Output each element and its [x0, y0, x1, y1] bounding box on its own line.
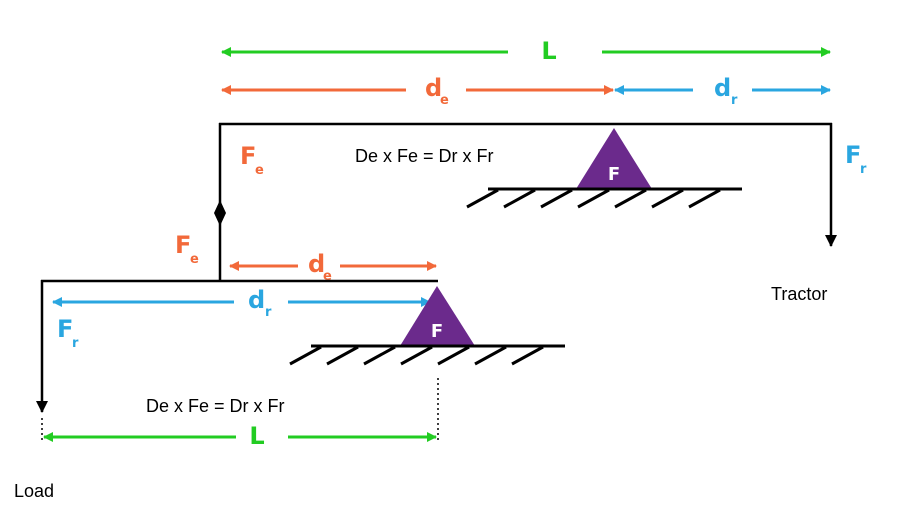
upper-L-label: L [541, 37, 556, 65]
upper-de-dimension: d e [221, 74, 614, 108]
upper-dr-subscript: r [731, 93, 738, 108]
lower-lever: d e F e d r F r F [14, 231, 565, 501]
load-label: Load [14, 481, 54, 501]
upper-ground [466, 187, 742, 209]
lower-L-label: L [249, 422, 264, 450]
lower-fe-label: F [175, 231, 191, 259]
lower-fr-subscript: r [72, 336, 79, 351]
lower-fulcrum [400, 286, 475, 346]
lower-de-subscript: e [323, 269, 332, 284]
lower-fe-subscript: e [190, 252, 199, 267]
upper-L-dimension: L [221, 37, 831, 65]
upper-de-subscript: e [440, 93, 449, 108]
upper-fulcrum [576, 128, 652, 189]
lower-fr-label: F [57, 315, 73, 343]
lower-fulcrum-label: F [431, 321, 443, 342]
lower-de-label: d [308, 250, 325, 278]
upper-lever: L d e d r F e F r De x Fe = Dr x Fr [214, 37, 867, 304]
upper-fe-subscript: e [255, 163, 264, 178]
tractor-label: Tractor [771, 284, 827, 304]
upper-fr-label: F [845, 141, 861, 169]
lower-dr-subscript: r [265, 305, 272, 320]
lower-L-dimension: L [43, 422, 437, 450]
lower-equation: De x Fe = Dr x Fr [146, 396, 285, 416]
lower-ground [289, 344, 565, 366]
upper-ground-hatching [466, 188, 721, 209]
lower-ground-hatching [289, 345, 544, 366]
lower-dr-label: d [248, 286, 265, 314]
upper-fr-subscript: r [860, 162, 867, 177]
upper-fulcrum-label: F [608, 164, 620, 185]
upper-equation: De x Fe = Dr x Fr [355, 146, 494, 166]
connector-joint [214, 200, 226, 226]
upper-dr-dimension: d r [614, 74, 831, 108]
upper-dr-label: d [714, 74, 731, 102]
upper-de-label: d [425, 74, 442, 102]
upper-fe-label: F [240, 142, 256, 170]
lower-dr-dimension: d r [52, 286, 431, 320]
lower-de-dimension: d e [229, 250, 437, 284]
